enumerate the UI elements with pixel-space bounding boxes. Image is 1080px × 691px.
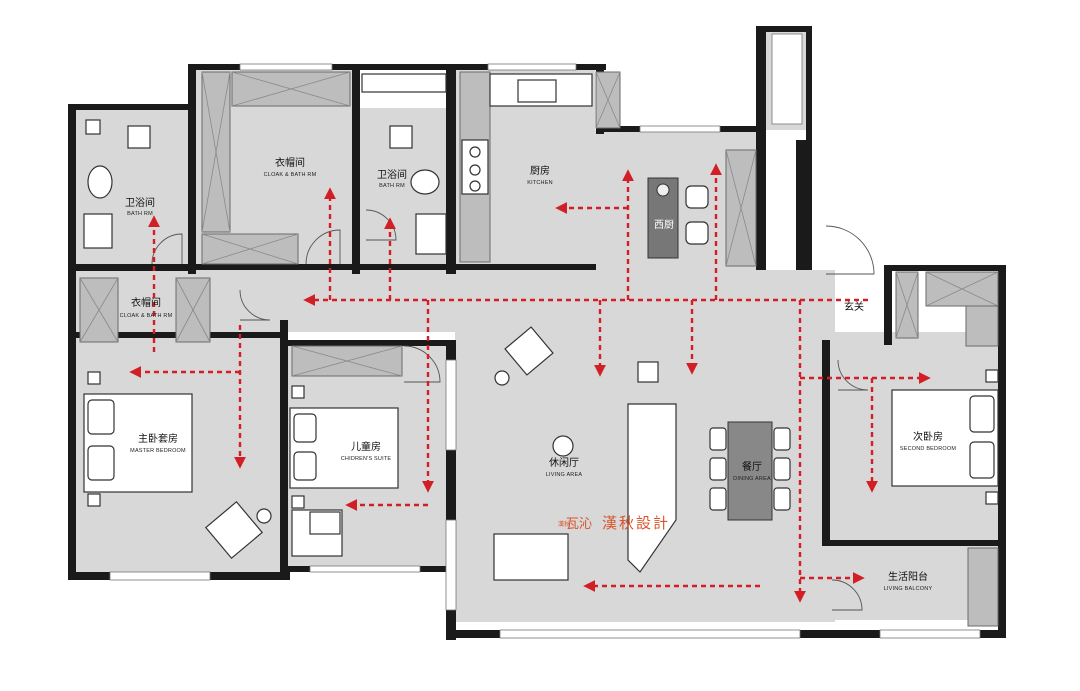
- bath-left-label-en: BATH RM: [127, 211, 153, 217]
- circulation-arrows: [129, 163, 931, 603]
- windows: [109, 33, 981, 639]
- brand-name-b: 漢秋設計: [602, 514, 670, 532]
- children-label-cn: 儿童房: [351, 440, 381, 453]
- cloak-bath-label-en: CLOAK & BATH RM: [264, 172, 317, 178]
- bath-left-label-cn: 卫浴间: [125, 196, 155, 209]
- living-label-cn: 休闲厅: [549, 456, 579, 469]
- master-label-cn: 主卧套房: [138, 432, 178, 445]
- brand-name-a: 瓦沁: [566, 517, 592, 532]
- cloak-bath-label-cn: 衣帽间: [275, 156, 305, 169]
- living-label-en: LIVING AREA: [546, 472, 583, 478]
- brand-watermark: 漢秋 瓦沁 漢秋設計: [558, 514, 670, 532]
- second-label-en: SECOND BEDROOM: [900, 446, 956, 452]
- furniture: [83, 73, 999, 581]
- kitchen-label-cn: 厨房: [530, 164, 550, 177]
- bath-mid-label-en: BATH RM: [379, 183, 405, 189]
- children-label-en: CHIDREN'S SUITE: [341, 456, 392, 462]
- room-labels: 卫浴间 BATH RM 衣帽间 CLOAK & BATH RM 卫浴间 BATH…: [120, 156, 957, 592]
- second-label-cn: 次卧房: [913, 430, 943, 443]
- dining-label-cn: 餐厅: [742, 460, 762, 473]
- balcony-label-cn: 生活阳台: [888, 570, 928, 583]
- cloak-small-label-cn: 衣帽间: [131, 296, 161, 309]
- brand-seal: 漢秋: [558, 520, 570, 528]
- west-kitchen-label: 西厨: [654, 219, 674, 231]
- master-label-en: MASTER BEDROOM: [130, 448, 186, 454]
- balcony-label-en: LIVING BALCONY: [884, 586, 933, 592]
- entrance-label: 玄关: [844, 300, 864, 313]
- cloak-small-label-en: CLOAK & BATH RM: [120, 313, 173, 319]
- bath-mid-label-cn: 卫浴间: [377, 168, 407, 181]
- cabinets: [79, 71, 999, 627]
- kitchen-label-en: KITCHEN: [527, 180, 553, 186]
- dining-label-en: DINING AREA: [733, 476, 771, 482]
